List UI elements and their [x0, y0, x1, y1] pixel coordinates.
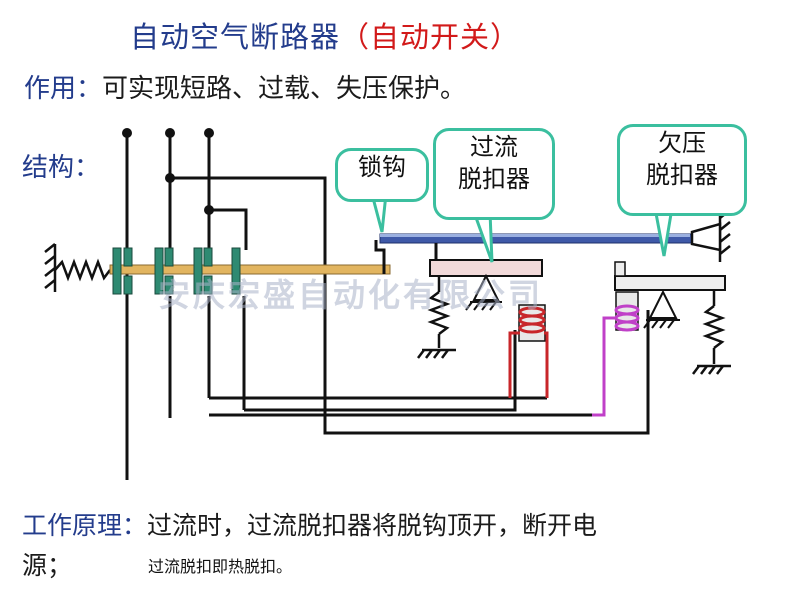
moving-contacts: [112, 247, 241, 295]
wire-to-overcurrent: [244, 330, 517, 412]
main-rod: [109, 264, 391, 275]
overcurrent-pivot-ground: [465, 301, 502, 311]
callout-overcurrent-line2: 脱扣器: [458, 165, 530, 193]
undervoltage-pivot: [648, 289, 678, 319]
right-anchor: [690, 209, 731, 262]
watermark: 安庆宏盛自动化有限公司: [158, 276, 544, 314]
callout-undervoltage-trip: 欠压 脱扣器: [617, 124, 747, 216]
principle-line2: 源；: [22, 551, 73, 580]
undervoltage-spring: [692, 290, 731, 375]
function-line: 作用：可实现短路、过载、失压保护。: [24, 68, 466, 105]
terminals: [122, 128, 214, 215]
callout-overcurrent-line1: 过流: [470, 133, 518, 161]
function-text: 可实现短路、过载、失压保护。: [102, 74, 467, 104]
callout-undervoltage-line2: 脱扣器: [646, 161, 718, 189]
left-spring: [44, 243, 111, 292]
principle-label: 工作原理：: [22, 511, 148, 540]
callout-lock-text: 锁钩: [358, 153, 406, 181]
overcurrent-spring: [417, 276, 456, 359]
wire-to-undervoltage-top: [170, 176, 650, 435]
structure-label: 结构：: [22, 153, 101, 183]
callout-overcurrent-trip: 过流 脱扣器: [433, 128, 555, 220]
undervoltage-coil: [592, 304, 640, 417]
undervoltage-armature: [614, 275, 726, 291]
lever-highlight: [380, 234, 690, 237]
slide-title: 自动空气断路器（自动开关）: [130, 14, 520, 56]
title-paren: （自动开关）: [340, 20, 521, 54]
principle-note: 过流脱扣即热脱扣。: [148, 557, 293, 576]
latch-hook: [374, 240, 386, 274]
principle-line1: 工作原理：过流时，过流脱扣器将脱钩顶开，断开电: [22, 506, 597, 542]
wire-branch: [209, 208, 248, 250]
function-label: 作用：: [24, 74, 103, 104]
main-conductors: [125, 133, 650, 480]
principle-text-1: 过流时，过流脱扣器将脱钩顶开，断开电: [147, 511, 598, 540]
overcurrent-pivot: [472, 273, 500, 301]
callout-lock: 锁钩: [335, 148, 429, 202]
undervoltage-pivot-ground: [643, 319, 680, 329]
overcurrent-coil: [508, 306, 549, 398]
title-main: 自动空气断路器: [130, 20, 341, 54]
callout-undervoltage-line1: 欠压: [658, 129, 706, 157]
